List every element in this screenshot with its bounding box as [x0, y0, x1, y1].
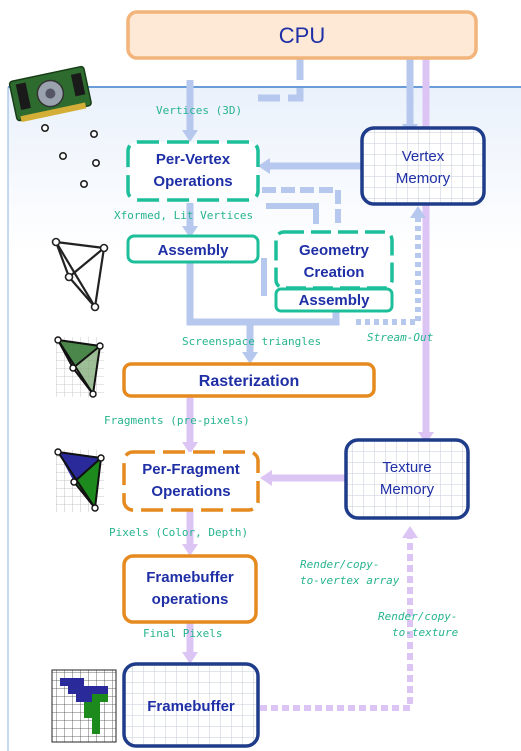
shaded-fragments-image — [54, 448, 105, 512]
texture-memory-label-line1: Texture — [382, 459, 431, 476]
assembly-box: Assembly — [126, 234, 260, 264]
rasterization-label: Rasterization — [199, 373, 299, 390]
framebuffer-ops-label-line1: Framebuffer — [146, 569, 234, 586]
framebuffer-box: Framebuffer — [122, 662, 260, 748]
render-copy-texture-label-line1: Render/copy- — [378, 610, 457, 623]
final-pixels-image — [51, 669, 117, 743]
texture-memory-label-line2: Memory — [380, 481, 435, 498]
render-copy-texture-label-line2: to-texture — [392, 626, 459, 639]
flow-connectors — [182, 58, 434, 711]
geometry-creation-label-line2: Creation — [304, 264, 365, 281]
per-fragment-label-line2: Operations — [151, 483, 230, 500]
texture-memory-box: Texture Memory — [344, 438, 470, 520]
vertices-dots-image — [40, 124, 101, 189]
cpu-box: CPU — [126, 10, 478, 60]
fragments-label: Fragments (pre-pixels) — [104, 414, 250, 427]
geometry-assembly-box: Assembly — [274, 287, 394, 313]
framebuffer-ops-label-line2: operations — [152, 591, 229, 608]
cpu-label: CPU — [279, 23, 325, 48]
geometry-creation-label-line1: Geometry — [299, 242, 370, 259]
rasterization-box: Rasterization — [122, 362, 376, 398]
framebuffer-label: Framebuffer — [147, 698, 235, 715]
geometry-creation-box: Geometry Creation — [274, 230, 394, 290]
render-copy-vertex-label-line1: Render/copy- — [300, 558, 379, 571]
vertices-3d-label: Vertices (3D) — [156, 104, 242, 117]
render-copy-vertex-label-line2: to-vertex array — [300, 574, 400, 587]
per-vertex-label-line1: Per-Vertex — [156, 151, 231, 168]
per-vertex-operations-box: Per-Vertex Operations — [126, 140, 260, 202]
assembly-label: Assembly — [158, 242, 230, 259]
vertex-memory-label-line2: Memory — [396, 170, 451, 187]
rasterized-triangle-image — [54, 336, 104, 398]
final-pixels-label: Final Pixels — [143, 627, 222, 640]
geometry-assembly-label: Assembly — [299, 292, 371, 309]
vertex-memory-box: Vertex Memory — [360, 126, 486, 206]
per-vertex-label-line2: Operations — [153, 173, 232, 190]
pixels-label: Pixels (Color, Depth) — [109, 526, 248, 539]
stream-out-label: Stream-Out — [367, 331, 434, 344]
assembled-triangle-image — [51, 237, 109, 312]
screenspace-label: Screenspace triangles — [182, 335, 321, 348]
framebuffer-operations-box: Framebuffer operations — [122, 554, 258, 624]
vertex-memory-label-line1: Vertex — [402, 148, 445, 165]
graphics-card-image — [8, 65, 92, 123]
xformed-lit-label: Xformed, Lit Vertices — [114, 209, 253, 222]
per-fragment-operations-box: Per-Fragment Operations — [122, 450, 260, 512]
per-fragment-label-line1: Per-Fragment — [142, 461, 240, 478]
